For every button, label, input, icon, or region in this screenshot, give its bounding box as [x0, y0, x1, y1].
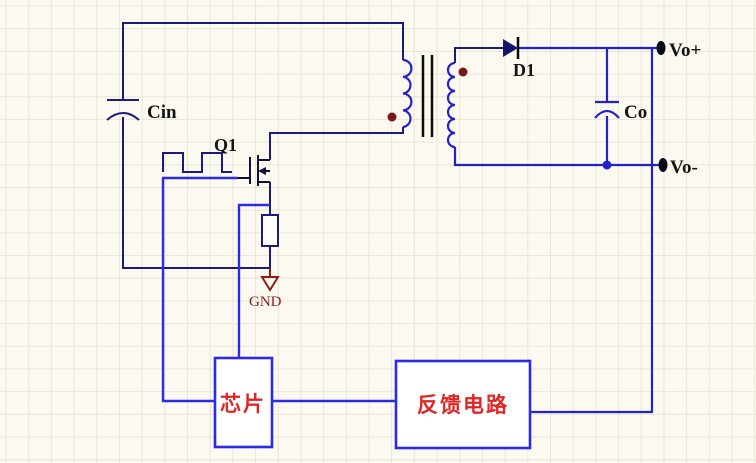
primary-side-wires	[106, 22, 503, 269]
primary-phase-dot	[387, 112, 397, 122]
secondary-top-to-diode-wire	[454, 47, 503, 63]
diode-d1-triangle	[503, 39, 518, 57]
current-sense-wire	[237, 203, 270, 358]
vominus-label: Vo-	[670, 157, 698, 178]
voplus-label: Vo+	[669, 40, 701, 61]
vominus-terminal	[658, 158, 668, 172]
pwm-waveform	[162, 152, 232, 173]
secondary-bottom-wire	[453, 147, 659, 167]
gnd-triangle	[260, 276, 280, 292]
d1-label: D1	[513, 60, 535, 80]
transformer-secondary-winding	[446, 61, 456, 149]
cin-label: Cin	[147, 102, 177, 123]
chip-box	[213, 356, 274, 449]
gnd-symbol	[260, 268, 280, 292]
feedback-box	[394, 359, 532, 450]
feedback-box-label: 反馈电路	[417, 393, 509, 417]
voplus-feedback-vertical-wire	[530, 48, 654, 414]
junction-dot	[602, 160, 612, 170]
gnd-label: GND	[249, 294, 282, 310]
secondary-phase-dot	[458, 67, 468, 77]
control-wires	[161, 176, 532, 450]
mosfet-q1-symbol	[238, 155, 270, 186]
chip-box-label: 芯片	[220, 392, 266, 416]
transformer-primary-winding	[402, 58, 413, 129]
q1-label: Q1	[214, 135, 237, 155]
mosfet-body-arrow	[258, 167, 266, 175]
chip-to-gate-wire	[161, 178, 215, 403]
transformer-core	[421, 55, 434, 137]
voplus-terminal	[656, 41, 666, 55]
drain-to-primary-wire	[269, 127, 404, 160]
cin-bottom-rail-wire	[122, 117, 270, 269]
cin-capacitor-curved-plate	[106, 112, 140, 121]
co-capacitor-curved-plate	[594, 109, 620, 119]
sense-resistor	[261, 214, 279, 247]
top-rail-wire	[122, 22, 404, 100]
co-label: Co	[624, 102, 647, 123]
secondary-side-wires	[402, 46, 659, 414]
